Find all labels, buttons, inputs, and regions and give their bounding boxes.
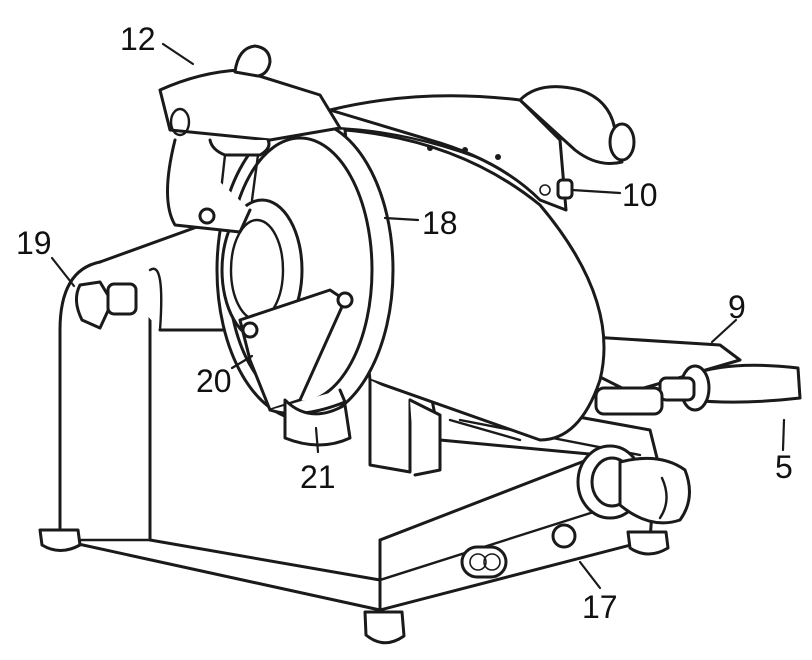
- foot-front: [363, 610, 406, 645]
- label-18: 18: [422, 205, 458, 241]
- label-9: 9: [728, 289, 746, 325]
- sharpener-housing: [328, 85, 636, 212]
- label-10: 10: [622, 177, 658, 213]
- label-21: 21: [300, 459, 336, 495]
- thickness-knob: [576, 444, 691, 525]
- blade-ring: [215, 118, 395, 422]
- label-20: 20: [196, 363, 232, 399]
- foot-left: [38, 528, 82, 552]
- label-19: 19: [16, 225, 52, 261]
- foot-right: [626, 530, 670, 556]
- carriage-handle: [594, 363, 802, 416]
- label-17: 17: [582, 589, 618, 625]
- top-bracket: [158, 44, 342, 234]
- knob-19: [75, 280, 138, 330]
- label-5: 5: [775, 449, 793, 485]
- base-switch-slot: [460, 545, 508, 579]
- leader-lines: [50, 42, 786, 590]
- base-button: [551, 523, 577, 549]
- blade-guard: [328, 126, 606, 442]
- blade-hub-base: [283, 398, 352, 447]
- label-12: 12: [120, 21, 156, 57]
- inner-supports: [368, 378, 522, 477]
